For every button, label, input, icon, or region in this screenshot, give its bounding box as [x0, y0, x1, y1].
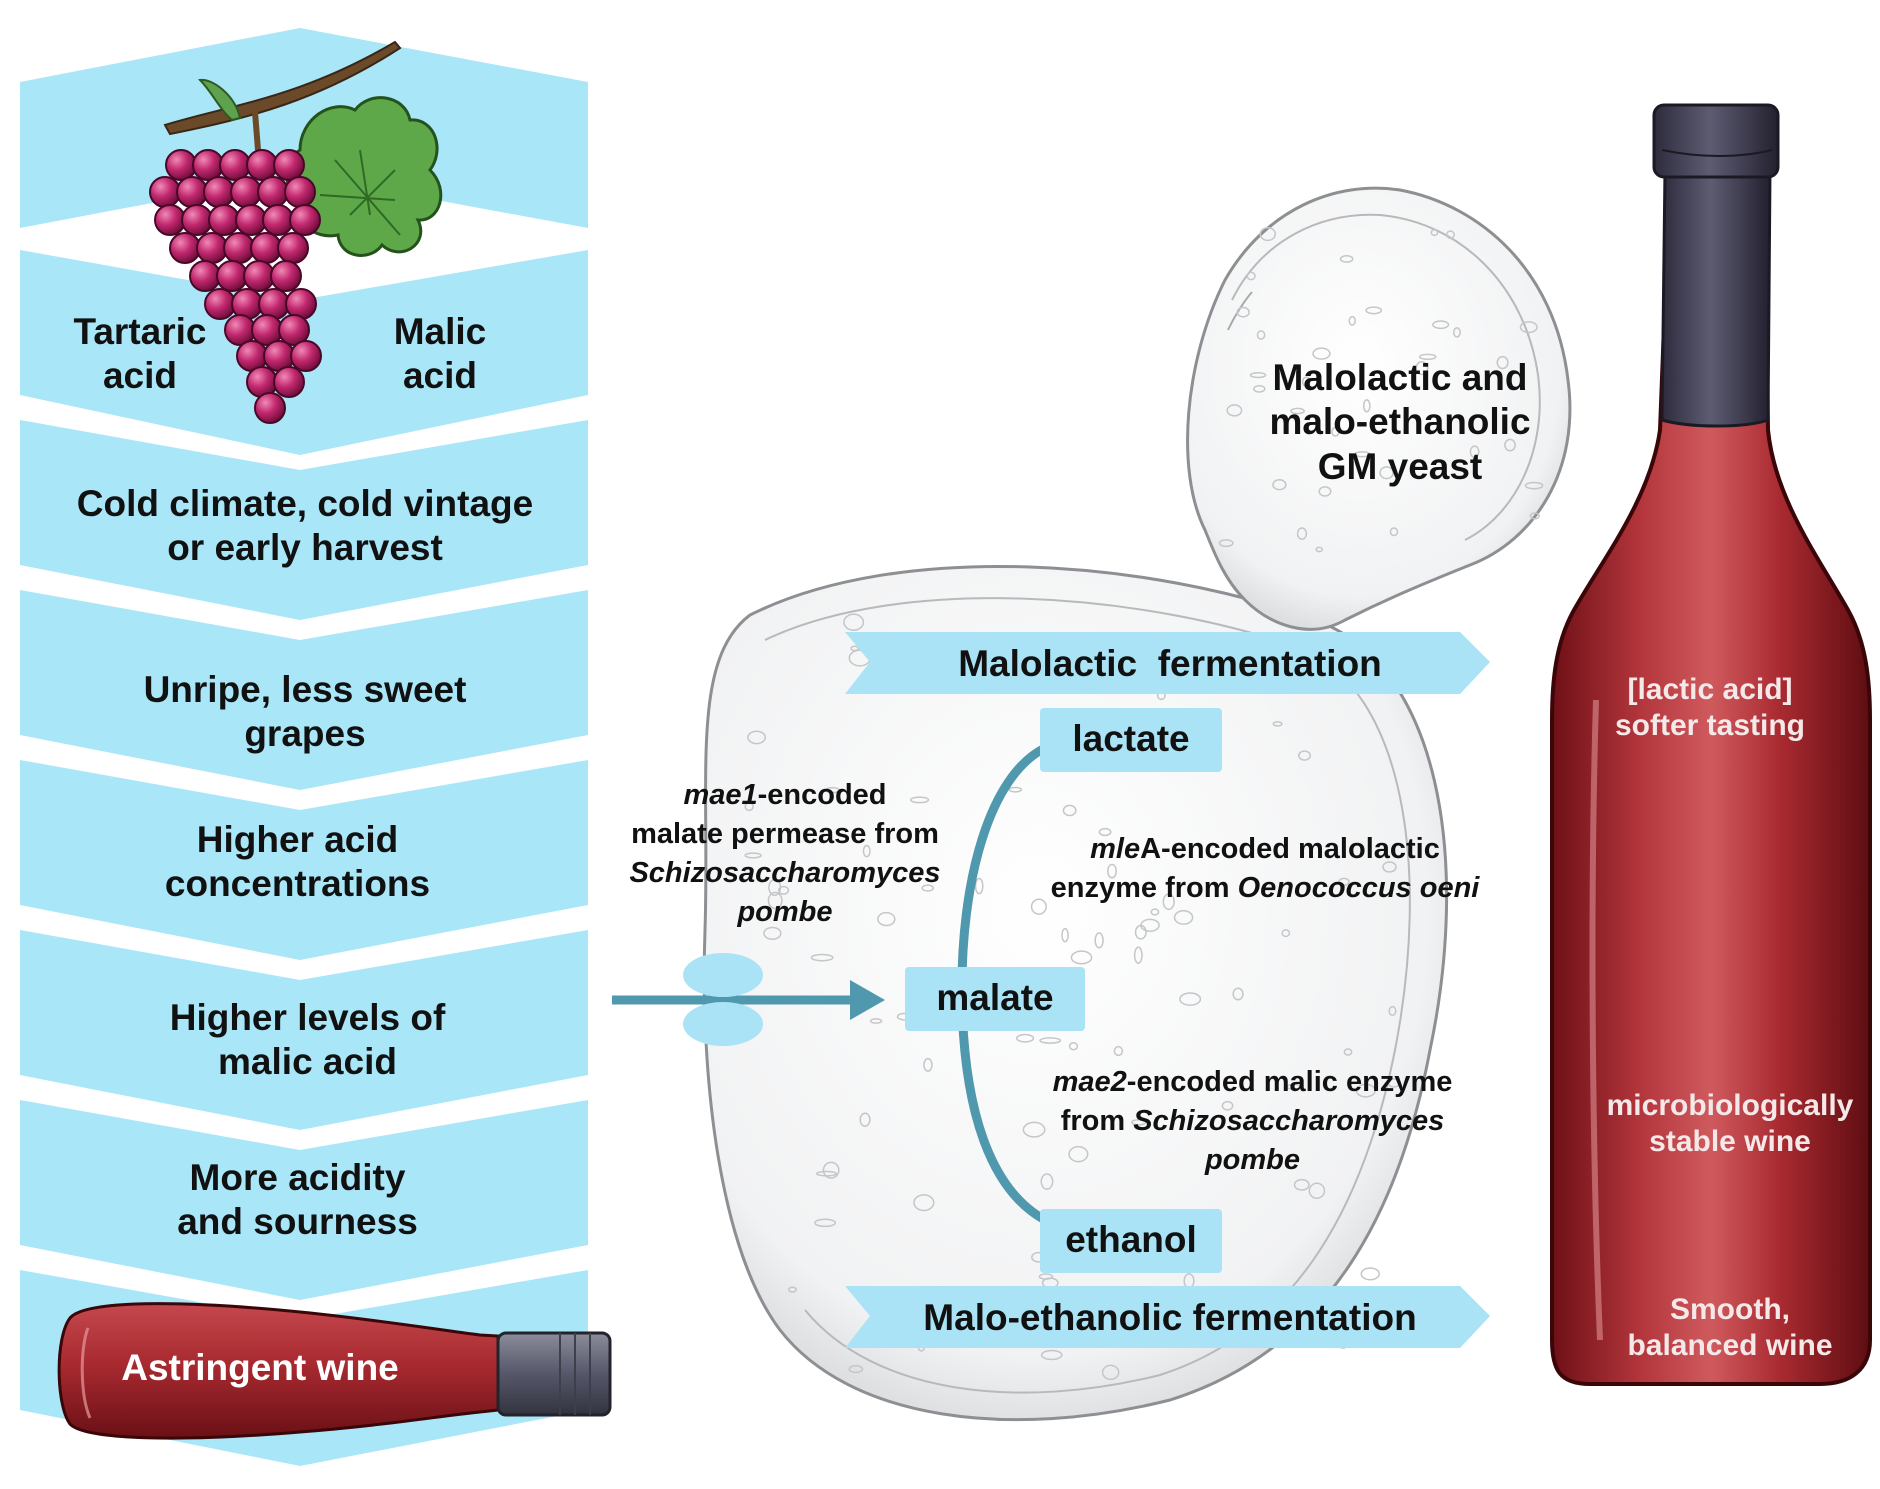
wine-bottle-icon: [1552, 105, 1870, 1384]
lactic-acid-softer-label: [lactic acid] softer tasting: [1590, 672, 1830, 744]
stable-wine-label: microbiologically stable wine: [1575, 1088, 1880, 1160]
ethanol-label: ethanol: [1040, 1218, 1222, 1262]
stage-label: More acidity and sourness: [30, 1156, 565, 1245]
astringent-wine-label: Astringent wine: [100, 1346, 420, 1390]
malolactic-fermentation-label: Malolactic fermentation: [880, 642, 1460, 686]
lactate-label: lactate: [1040, 717, 1222, 761]
malate-label: malate: [905, 976, 1085, 1020]
stage-label: Cold climate, cold vintage or early harv…: [30, 482, 580, 571]
gm-yeast-label: Malolactic and malo-ethanolic GM yeast: [1225, 356, 1575, 489]
tartaric-acid-label: Tartaric acid: [40, 310, 240, 399]
stage-label: Higher acid concentrations: [30, 818, 565, 907]
maloethanolic-fermentation-label: Malo-ethanolic fermentation: [880, 1296, 1460, 1340]
balanced-wine-label: Smooth, balanced wine: [1590, 1292, 1870, 1364]
stage-label: Unripe, less sweet grapes: [30, 668, 580, 757]
malic-acid-label: Malic acid: [350, 310, 530, 399]
stage-label: Higher levels of malic acid: [30, 996, 585, 1085]
